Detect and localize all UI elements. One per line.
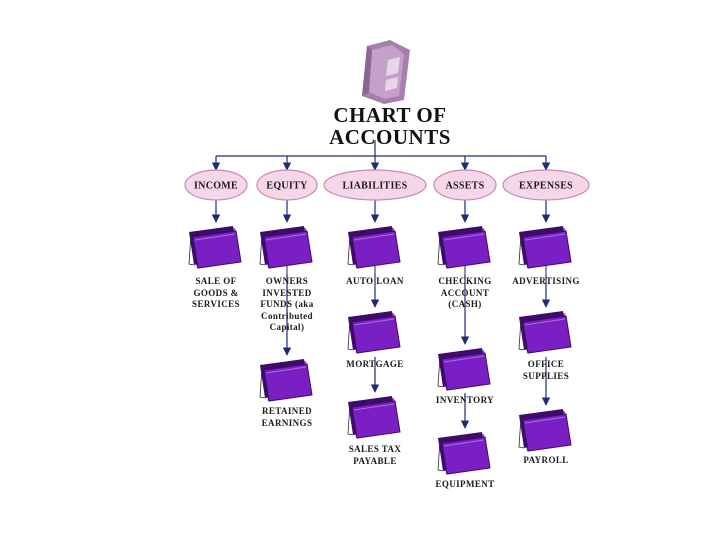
label-line: EARNINGS <box>261 417 313 428</box>
label-line: PAYABLE <box>353 455 397 466</box>
label-line: MORTGAGE <box>346 359 404 369</box>
account-item-label: AUTO LOAN <box>330 276 420 288</box>
file-cabinet-icon <box>362 40 410 104</box>
folder-icon <box>437 347 491 391</box>
folder-icon <box>259 358 313 402</box>
label-line: (CASH) <box>448 299 482 309</box>
category-income: INCOME <box>184 169 248 201</box>
label-line: PAYROLL <box>523 455 569 465</box>
label-line: ACCOUNT <box>440 287 490 298</box>
category-expenses: EXPENSES <box>502 169 590 201</box>
folder-icon <box>518 310 572 354</box>
label-line: INVESTED <box>262 287 312 298</box>
title-line-2: ACCOUNTS <box>329 125 451 149</box>
label-line: FUNDS (aka <box>260 299 314 309</box>
account-item-label: EQUIPMENT <box>420 479 510 491</box>
label-line: EQUIPMENT <box>435 479 495 489</box>
category-equity: EQUITY <box>256 169 318 201</box>
category-label: EXPENSES <box>519 181 573 192</box>
label-line: Capital) <box>269 322 305 332</box>
label-line: Contributed <box>261 310 313 321</box>
label-line: SUPPLIES <box>522 370 570 381</box>
label-line: SERVICES <box>192 299 240 309</box>
account-item-label: PAYROLL <box>501 455 591 467</box>
label-line: SALE OF <box>195 276 237 286</box>
label-line: CHECKING <box>438 276 492 286</box>
connector-lines <box>211 140 551 429</box>
folder-icon <box>347 225 401 269</box>
category-label: INCOME <box>194 181 238 192</box>
label-line: GOODS & <box>193 287 239 298</box>
label-line: ADVERTISING <box>512 276 580 286</box>
page-title: CHART OF ACCOUNTS <box>300 104 480 148</box>
title-line-1: CHART OF <box>333 103 447 127</box>
folder-icon <box>518 408 572 452</box>
category-label: LIABILITIES <box>343 181 408 192</box>
folder-icon <box>437 431 491 475</box>
account-folders <box>188 225 572 475</box>
label-line: INVENTORY <box>435 395 495 405</box>
folder-icon <box>437 225 491 269</box>
label-line: OFFICE <box>527 359 565 369</box>
category-label: EQUITY <box>266 181 308 192</box>
account-item-label: INVENTORY <box>420 395 510 407</box>
category-liabilities: LIABILITIES <box>323 169 427 201</box>
account-item-label: MORTGAGE <box>330 359 420 371</box>
folder-icon <box>347 310 401 354</box>
folder-icon <box>518 225 572 269</box>
category-nodes: INCOME EQUITY LIABILITIES ASSETS EXPENSES <box>184 169 590 201</box>
category-assets: ASSETS <box>433 169 497 201</box>
account-item-label: ADVERTISING <box>501 276 591 288</box>
label-line: RETAINED <box>261 406 313 416</box>
folder-icon <box>347 395 401 439</box>
folder-icon <box>259 225 313 269</box>
label-line: SALES TAX <box>348 444 402 454</box>
label-line: AUTO LOAN <box>346 276 404 286</box>
label-line: OWNERS <box>265 276 309 286</box>
category-label: ASSETS <box>445 181 484 192</box>
folder-icon <box>188 225 242 269</box>
